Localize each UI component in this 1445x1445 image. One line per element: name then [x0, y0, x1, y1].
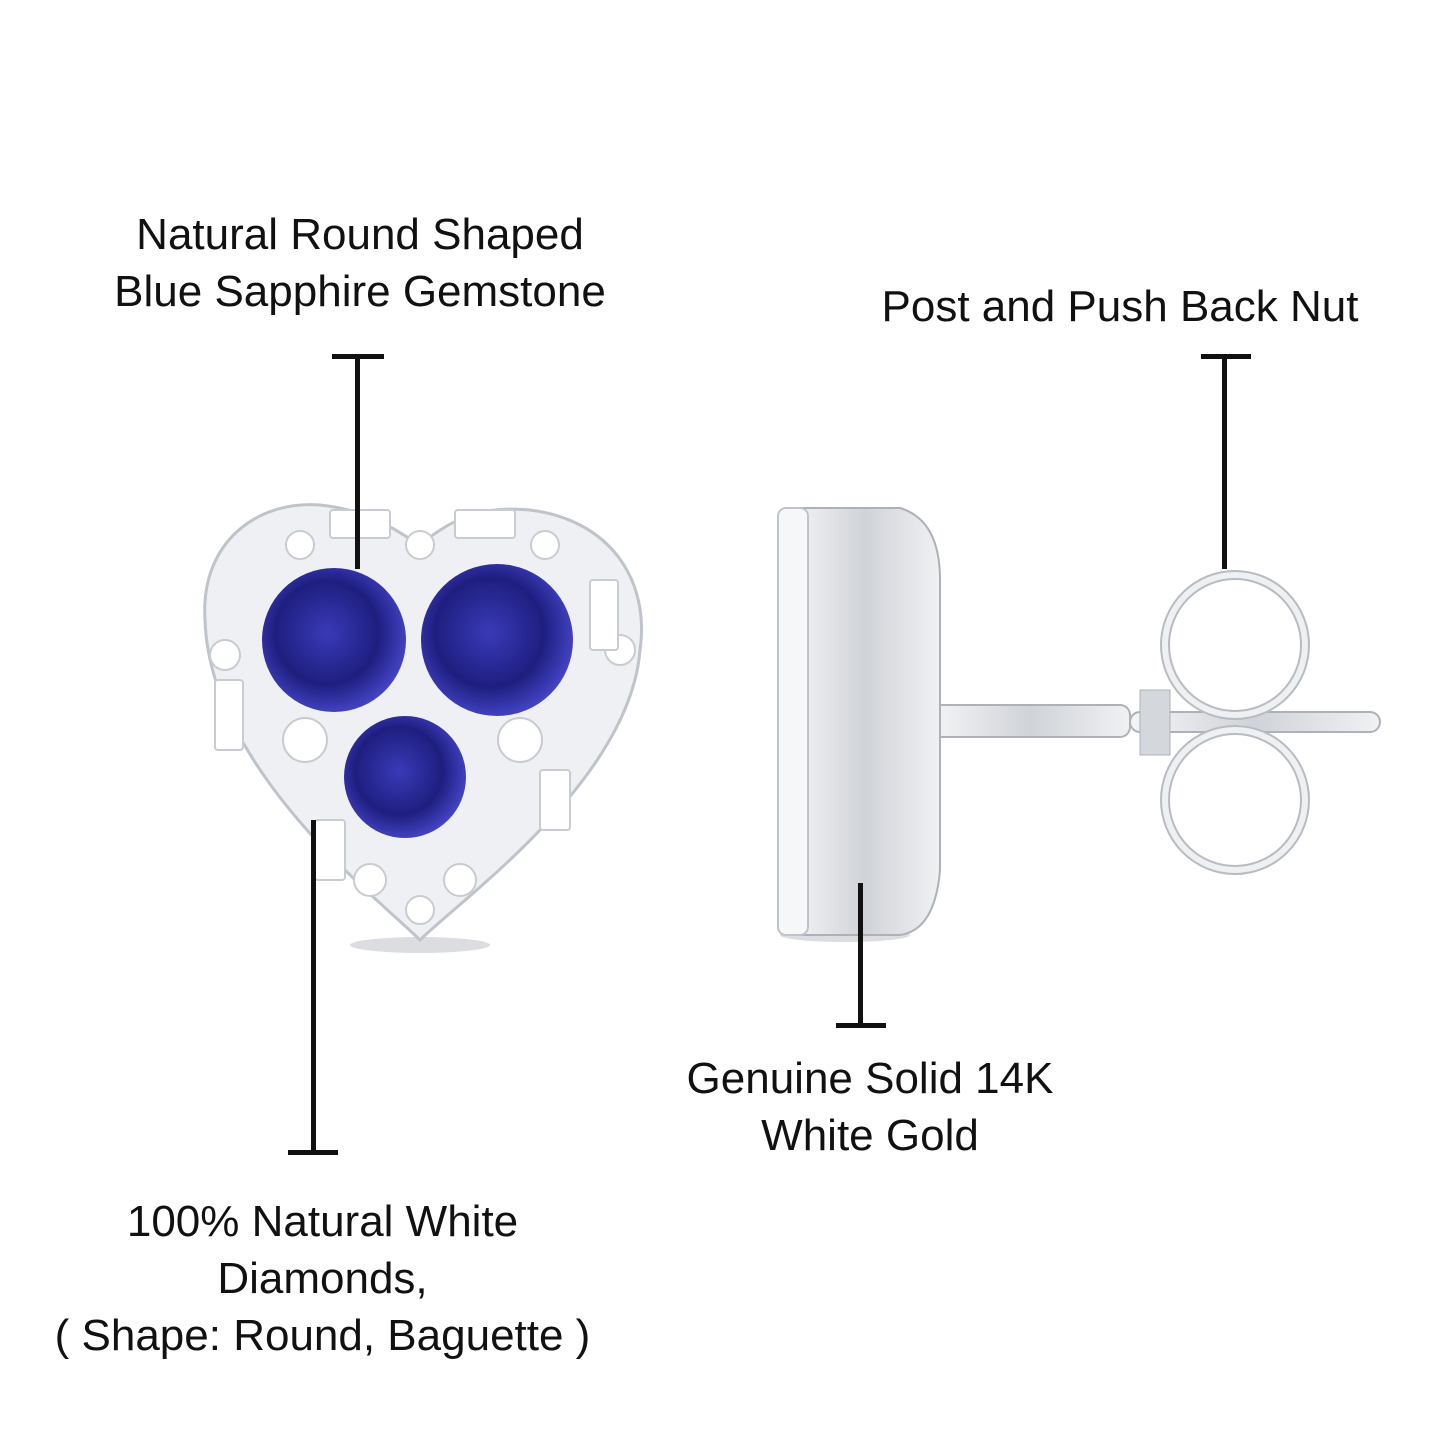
label-line: Genuine Solid 14K	[686, 1054, 1054, 1103]
callout-cap	[836, 1023, 886, 1028]
label-line: Post and Push Back Nut	[881, 282, 1359, 331]
callout-line	[858, 883, 863, 1026]
sapphire-stone	[344, 716, 466, 838]
post-label: Post and Push Back Nut	[820, 278, 1420, 335]
label-line: Blue Sapphire Gemstone	[114, 267, 606, 316]
label-line: White Gold	[761, 1111, 979, 1160]
callout-line	[1222, 354, 1227, 569]
earring-side-view	[777, 507, 1381, 942]
diamonds-label: 100% Natural White Diamonds, ( Shape: Ro…	[0, 1193, 645, 1364]
sapphire-label: Natural Round Shaped Blue Sapphire Gemst…	[60, 206, 660, 320]
label-line: Diamonds,	[217, 1254, 428, 1303]
label-line: Natural Round Shaped	[136, 210, 584, 259]
sapphire-stone	[421, 564, 573, 716]
callout-cap	[288, 1150, 338, 1155]
label-line: 100% Natural White	[126, 1197, 519, 1246]
heart-earring-front	[203, 503, 643, 953]
label-line: ( Shape: Round, Baguette )	[54, 1311, 591, 1360]
callout-line	[355, 354, 360, 569]
gold-label: Genuine Solid 14K White Gold	[570, 1050, 1170, 1164]
sapphire-stone	[262, 568, 406, 712]
callout-line	[311, 820, 316, 1155]
